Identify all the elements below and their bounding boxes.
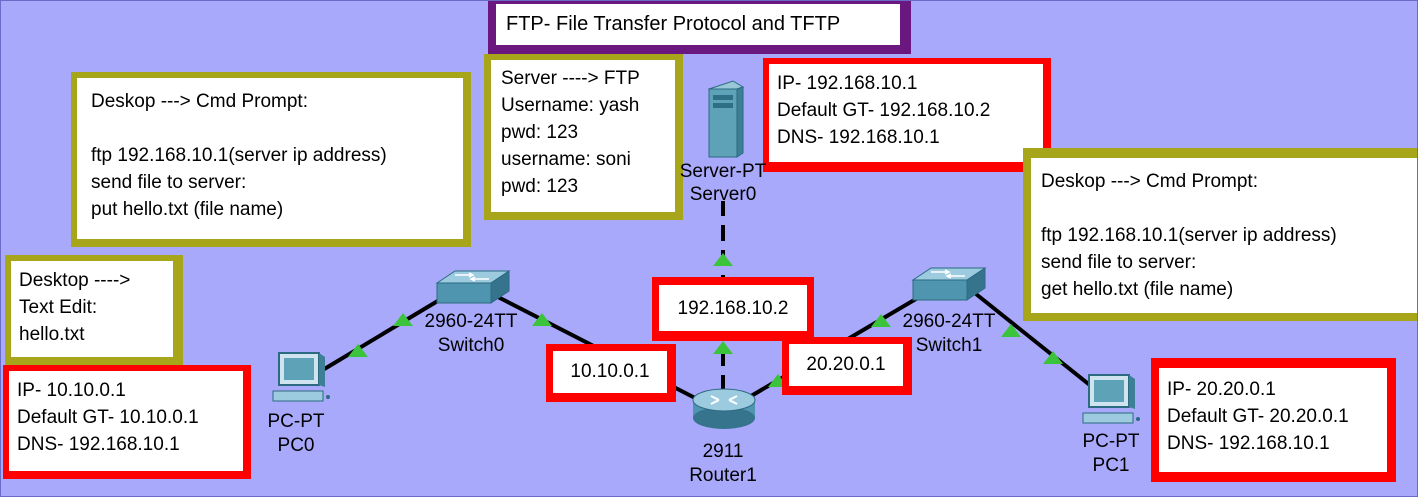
note-pc1-cmd-body: Deskop ---> Cmd Prompt: ftp 192.168.10.1… xyxy=(1031,158,1417,313)
note-line: send file to server: xyxy=(91,172,247,193)
note-line xyxy=(1041,195,1409,222)
note-line xyxy=(91,115,449,142)
note-line: DNS- 192.168.10.1 xyxy=(777,127,940,148)
note-line: pwd: 123 xyxy=(501,176,579,197)
note-line: IP- 10.10.0.1 xyxy=(17,380,126,401)
switch0-model-label: 2960-24TT xyxy=(424,311,518,332)
link-switch1-pc1 xyxy=(974,292,1093,388)
pc-icon xyxy=(272,352,330,402)
note-line: get hello.txt (file name) xyxy=(1041,279,1234,300)
note-pc0-cmd-body: Deskop ---> Cmd Prompt: ftp 192.168.10.1… xyxy=(77,78,463,239)
switch-icon xyxy=(435,270,511,304)
note-line: Default GT- 10.10.0.1 xyxy=(17,407,199,428)
link-indicator xyxy=(1001,324,1021,337)
note-line: IP- 20.20.0.1 xyxy=(1167,379,1276,400)
server0-device[interactable] xyxy=(703,79,745,159)
link-indicator xyxy=(532,313,552,326)
router-left-ip-text: 10.10.0.1 xyxy=(553,351,667,393)
note-line: ftp 192.168.10.1(server ip address) xyxy=(1041,225,1337,246)
note-line: Default GT- 20.20.0.1 xyxy=(1167,406,1349,427)
title-box[interactable]: FTP- File Transfer Protocol and TFTP xyxy=(488,1,911,54)
note-line: IP- 192.168.10.1 xyxy=(777,73,918,94)
note-line: pwd: 123 xyxy=(501,122,579,143)
switch-icon xyxy=(911,267,987,301)
note-line: Server ----> FTP xyxy=(501,68,640,89)
note-line: Deskop ---> Cmd Prompt: xyxy=(91,91,308,112)
note-pc1-cmd[interactable]: Deskop ---> Cmd Prompt: ftp 192.168.10.1… xyxy=(1023,148,1417,321)
note-pc1-ip-body: IP- 20.20.0.1 Default GT- 20.20.0.1 DNS-… xyxy=(1159,368,1387,472)
router1-name-label: Router1 xyxy=(689,465,757,486)
note-server-ip-body: IP- 192.168.10.1 Default GT- 192.168.10.… xyxy=(769,64,1043,162)
note-server-ftp-body: Server ----> FTP Username: yash pwd: 123… xyxy=(491,60,675,212)
pc0-name-label: PC0 xyxy=(277,435,315,456)
router1-device[interactable] xyxy=(689,384,759,432)
note-pc0-cmd[interactable]: Deskop ---> Cmd Prompt: ftp 192.168.10.1… xyxy=(71,72,471,247)
note-router-left-ip[interactable]: 10.10.0.1 xyxy=(546,344,676,402)
switch1-model-label: 2960-24TT xyxy=(902,311,996,332)
note-router-top-ip[interactable]: 192.168.10.2 xyxy=(652,277,814,341)
link-pc0-switch0 xyxy=(319,297,443,373)
note-line: Default GT- 192.168.10.2 xyxy=(777,100,991,121)
note-text-edit[interactable]: Desktop ----> Text Edit: hello.txt xyxy=(5,255,183,368)
server0-model-label: Server-PT xyxy=(679,161,767,182)
link-indicator xyxy=(871,314,891,327)
note-router-right-ip[interactable]: 20.20.0.1 xyxy=(782,337,912,395)
link-indicator xyxy=(713,341,733,354)
link-indicator xyxy=(393,313,413,326)
router-top-ip-text: 192.168.10.2 xyxy=(659,285,807,331)
switch1-device[interactable] xyxy=(909,266,989,306)
note-line: DNS- 192.168.10.1 xyxy=(1167,433,1330,454)
pc-icon xyxy=(1082,374,1140,424)
pc0-device[interactable] xyxy=(271,351,331,406)
server0-name-label: Server0 xyxy=(689,184,757,205)
link-indicator xyxy=(1043,351,1063,364)
note-text-edit-body: Desktop ----> Text Edit: hello.txt xyxy=(11,261,173,357)
switch1-name-label: Switch1 xyxy=(915,335,983,356)
router-icon xyxy=(692,388,756,429)
pc1-name-label: PC1 xyxy=(1092,455,1130,476)
note-line: username: soni xyxy=(501,149,631,170)
note-pc1-ip[interactable]: IP- 20.20.0.1 Default GT- 20.20.0.1 DNS-… xyxy=(1151,358,1396,482)
note-pc0-ip-body: IP- 10.10.0.1 Default GT- 10.10.0.1 DNS-… xyxy=(9,371,243,471)
note-pc0-ip[interactable]: IP- 10.10.0.1 Default GT- 10.10.0.1 DNS-… xyxy=(3,365,251,479)
switch0-name-label: Switch0 xyxy=(437,335,505,356)
server-icon xyxy=(707,80,745,158)
note-server-ftp[interactable]: Server ----> FTP Username: yash pwd: 123… xyxy=(484,54,683,220)
pc0-model-label: PC-PT xyxy=(267,411,325,432)
note-line: Username: yash xyxy=(501,95,640,116)
switch0-device[interactable] xyxy=(433,269,513,309)
note-line: Text Edit: xyxy=(19,297,98,318)
note-line: Desktop ----> xyxy=(19,270,131,291)
note-line: ftp 192.168.10.1(server ip address) xyxy=(91,145,387,166)
router-right-ip-text: 20.20.0.1 xyxy=(789,344,903,386)
note-line: send file to server: xyxy=(1041,252,1197,273)
router1-model-label: 2911 xyxy=(702,441,744,462)
note-line: Deskop ---> Cmd Prompt: xyxy=(1041,171,1258,192)
note-line: hello.txt xyxy=(19,324,85,345)
note-server-ip[interactable]: IP- 192.168.10.1 Default GT- 192.168.10.… xyxy=(763,58,1051,172)
pc1-device[interactable] xyxy=(1081,373,1141,428)
link-indicator xyxy=(713,253,733,266)
note-line: put hello.txt (file name) xyxy=(91,199,284,220)
link-indicator xyxy=(348,344,368,357)
pc1-model-label: PC-PT xyxy=(1082,431,1140,452)
title-text: FTP- File Transfer Protocol and TFTP xyxy=(496,4,900,45)
note-line: DNS- 192.168.10.1 xyxy=(17,434,180,455)
